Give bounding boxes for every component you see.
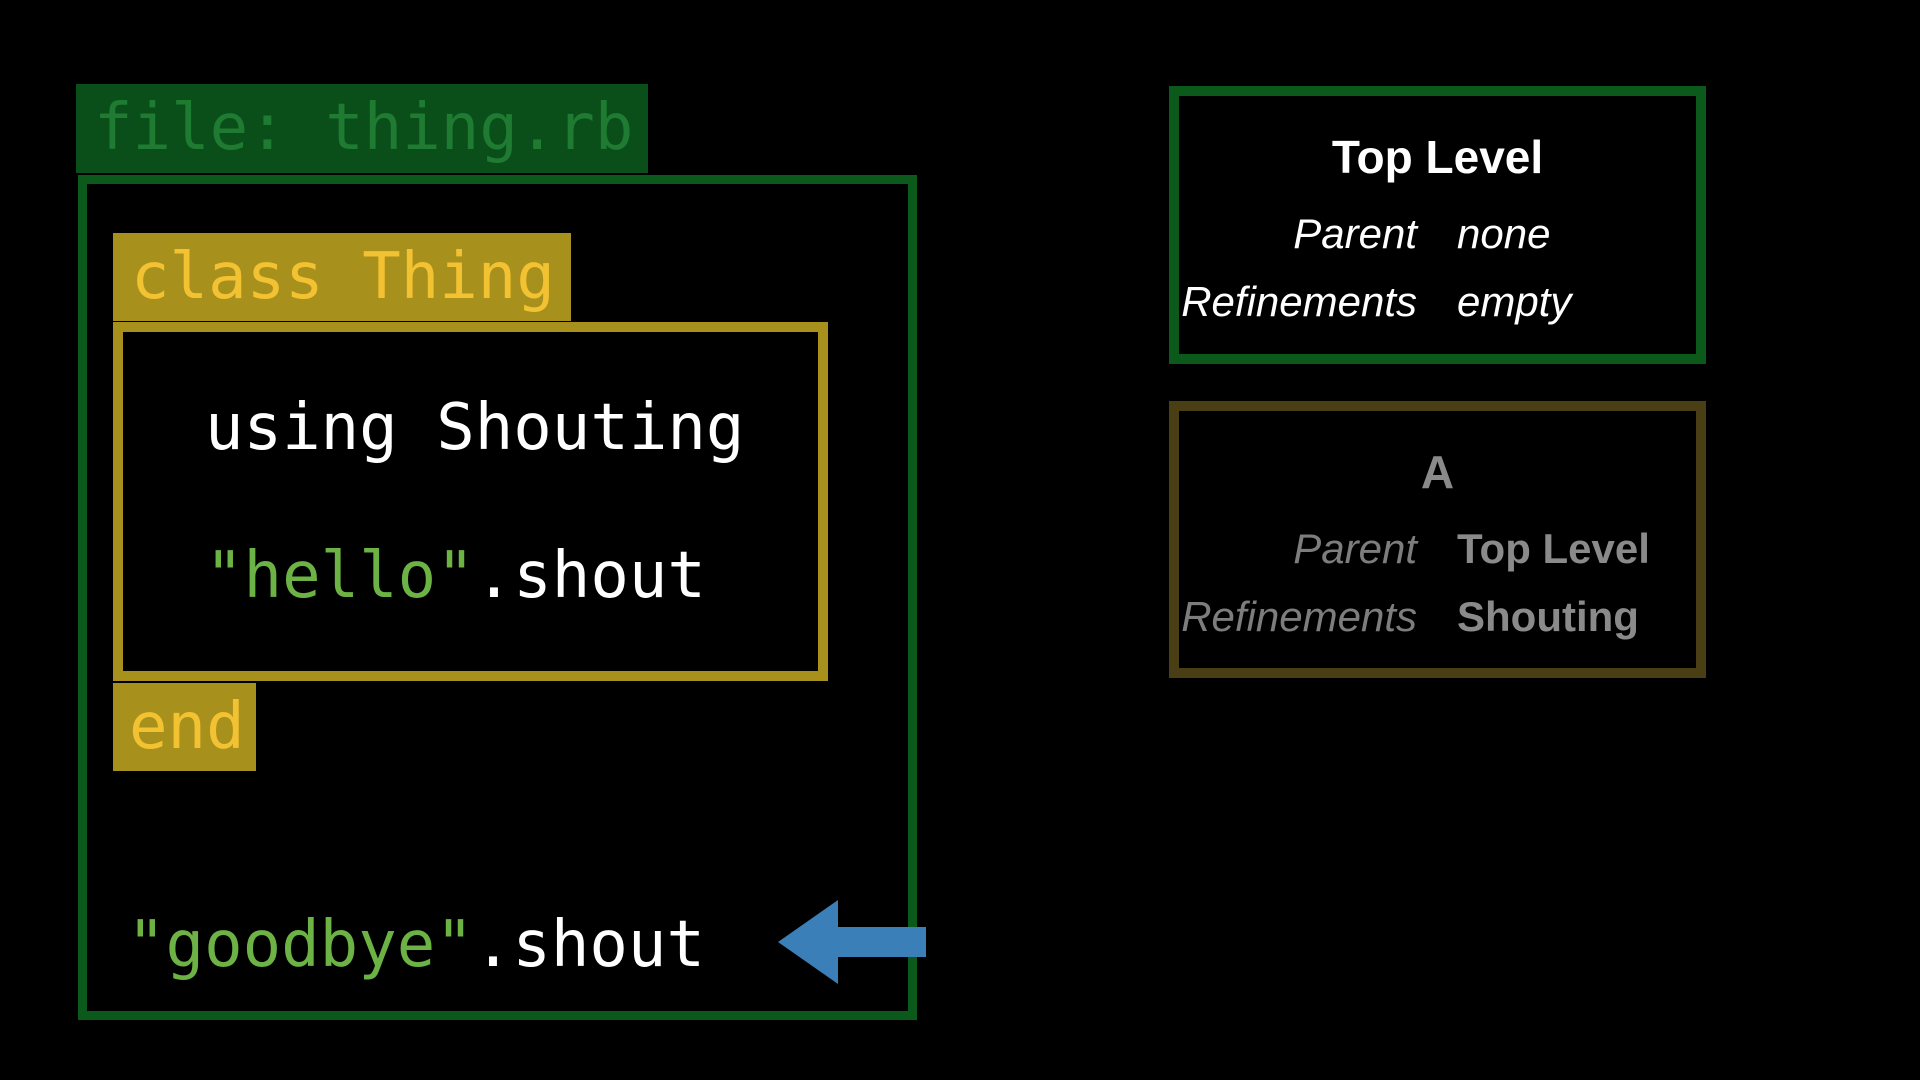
goodbye-string-literal: "goodbye" bbox=[127, 908, 474, 982]
a-scope-title: A bbox=[1420, 446, 1455, 498]
file-tab-label: file: thing.rb bbox=[76, 84, 648, 173]
goodbye-method-call: .shout bbox=[473, 908, 705, 982]
class-scope-box bbox=[113, 322, 828, 681]
a-scope-panel: A Parent Top Level Refinements Shouting bbox=[1169, 401, 1706, 678]
top-level-refinements-label: Refinements bbox=[1181, 278, 1417, 325]
file-scope-box bbox=[78, 175, 917, 1020]
a-scope-parent-label: Parent bbox=[1293, 525, 1417, 572]
a-scope-refinements-label: Refinements bbox=[1181, 593, 1417, 640]
top-level-title: Top Level bbox=[1331, 131, 1544, 183]
top-level-parent-value: none bbox=[1457, 210, 1551, 257]
hello-string-literal: "hello" bbox=[205, 539, 475, 613]
class-end-keyword: end bbox=[113, 683, 256, 771]
a-scope-parent-value: Top Level bbox=[1457, 525, 1650, 572]
top-level-parent-label: Parent bbox=[1293, 210, 1417, 257]
hello-shout-call: "hello".shout bbox=[205, 544, 706, 608]
goodbye-shout-call: "goodbye".shout bbox=[127, 913, 705, 977]
top-level-scope-panel: Top Level Parent none Refinements empty bbox=[1169, 86, 1706, 364]
top-level-refinements-value: empty bbox=[1457, 278, 1572, 325]
class-header: class Thing bbox=[113, 233, 571, 321]
using-statement: using Shouting bbox=[205, 391, 745, 465]
left-arrow-icon bbox=[778, 900, 926, 984]
hello-method-call: .shout bbox=[474, 539, 706, 613]
a-scope-refinements-value: Shouting bbox=[1457, 593, 1639, 640]
